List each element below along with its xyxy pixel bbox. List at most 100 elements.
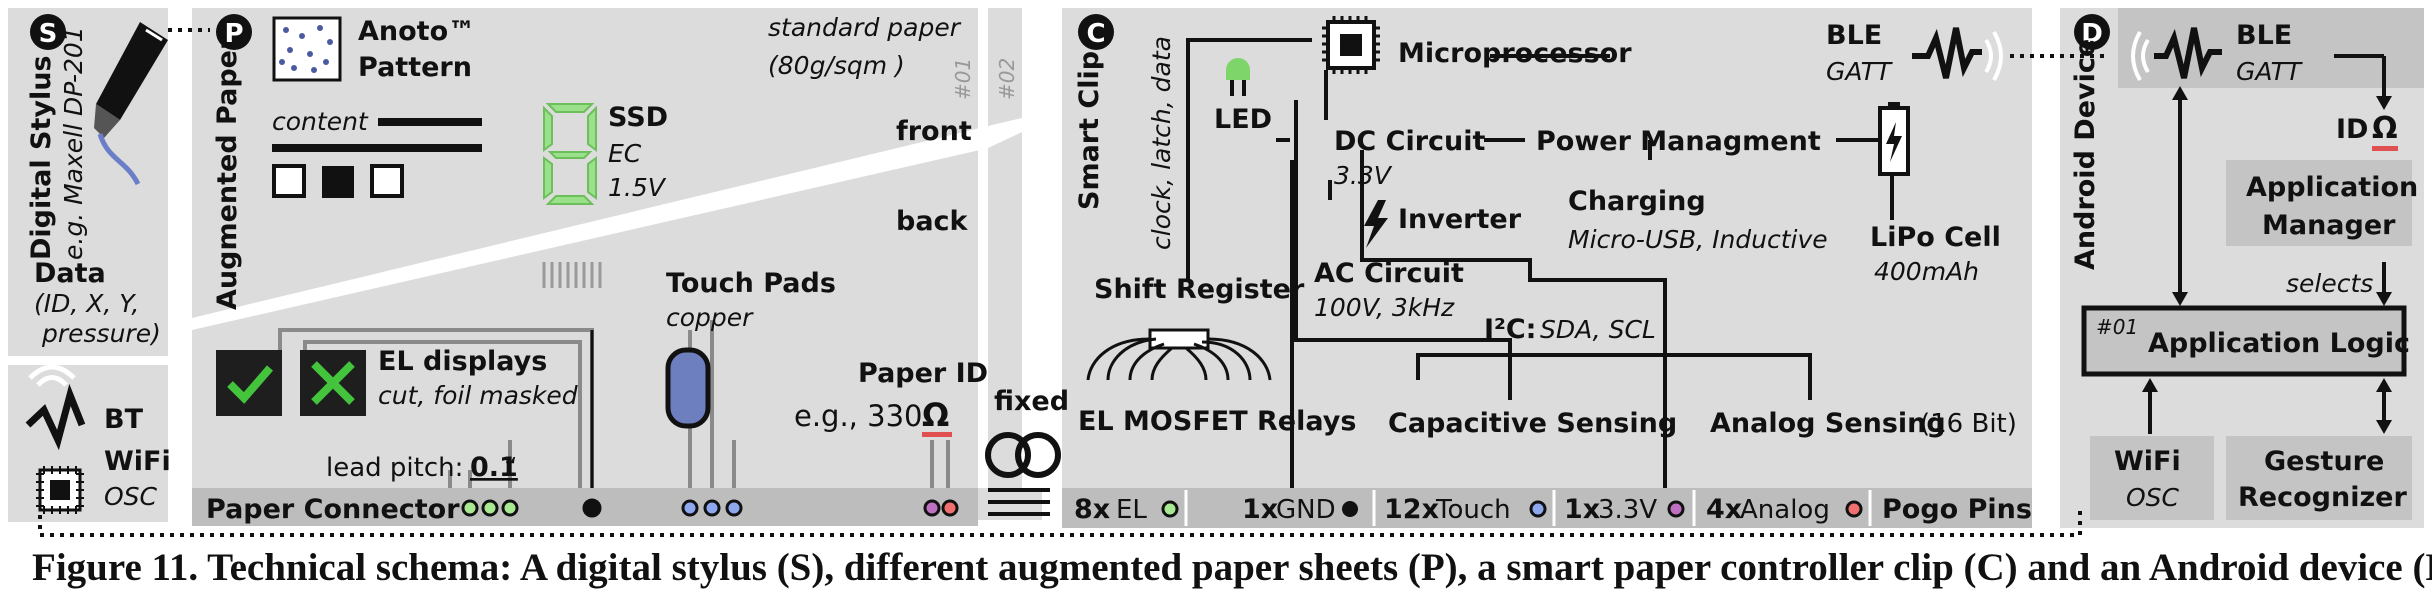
microprocessor-label: Microprocessor bbox=[1398, 38, 1632, 69]
ssd-digit-icon bbox=[543, 103, 597, 205]
device-ble-signal-icon bbox=[2131, 27, 2222, 82]
relays-label: EL MOSFET Relays bbox=[1078, 406, 1356, 437]
stylus-wifi-label: WiFi bbox=[104, 446, 171, 477]
app-logic-label: Application Logic bbox=[2148, 328, 2410, 359]
copper-label: copper bbox=[666, 303, 754, 332]
device-badge bbox=[2074, 14, 2110, 50]
stylus-data-line-1: (ID, X, Y, bbox=[34, 289, 139, 318]
stylus-radio-panel bbox=[8, 365, 168, 522]
bus-label: clock, latch, data bbox=[1147, 36, 1176, 250]
lipo-label: LiPo Cell bbox=[1870, 222, 2001, 253]
analog-bits-label: (16 Bit) bbox=[1920, 409, 2017, 439]
paper-badge-letter: P bbox=[224, 19, 243, 49]
app-logic-box bbox=[2081, 305, 2407, 377]
pin-analog-count: 4x bbox=[1706, 494, 1742, 525]
device-badge-letter: D bbox=[2081, 19, 2103, 49]
check-icon bbox=[227, 365, 274, 404]
paper-badge bbox=[216, 14, 252, 50]
pin-el-count: 8x bbox=[1074, 494, 1110, 525]
device-gatt-label: GATT bbox=[2236, 57, 2303, 86]
clip-ble-label: BLE bbox=[1826, 20, 1882, 51]
paper-id-label: Paper ID bbox=[858, 358, 988, 389]
analog-label: Analog Sensing bbox=[1710, 408, 1946, 439]
gesture-line-2: Recognizer bbox=[2238, 482, 2407, 513]
dc-voltage-label: 3.3V bbox=[1334, 161, 1393, 190]
clip-badge bbox=[1078, 14, 1114, 50]
content-label: content bbox=[272, 107, 369, 136]
power-mgmt-label: Power Managment bbox=[1536, 126, 1821, 157]
stylus-section: S Digital Stylus e.g. Maxell DP-201 Data… bbox=[25, 14, 2082, 537]
pin-analog-dot bbox=[1845, 500, 1863, 518]
fixed-lines bbox=[988, 488, 1050, 516]
sheet-separator-2 bbox=[1022, 8, 1042, 488]
app-manager-line-2: Manager bbox=[2262, 210, 2396, 241]
pin-gnd-count: 1x bbox=[1242, 494, 1278, 525]
sheet-01-label: #01 bbox=[951, 58, 975, 100]
ssd-ec-label: EC bbox=[608, 139, 642, 168]
cross-icon bbox=[311, 361, 355, 405]
lipo-sub-label: 400mAh bbox=[1874, 257, 1979, 286]
pin-analog-label: Analog bbox=[1740, 495, 1830, 525]
pogo-separators bbox=[1184, 490, 1872, 526]
fold-gap bbox=[192, 128, 980, 330]
paper-stripes bbox=[542, 262, 602, 288]
i2c-label: I²C: bbox=[1484, 314, 1536, 345]
device-arrows bbox=[2142, 54, 2392, 434]
battery-icon bbox=[1878, 102, 1910, 176]
anoto-label-line-2: Pattern bbox=[358, 52, 472, 83]
device-id-label: ID bbox=[2336, 114, 2368, 145]
sheet-02-label: #02 bbox=[995, 58, 1019, 100]
figure-caption: Figure 11. Technical schema: A digital s… bbox=[32, 546, 2432, 589]
content-square-2 bbox=[322, 166, 354, 198]
charging-sub-label: Micro-USB, Inductive bbox=[1568, 225, 1828, 254]
device-wifi-box bbox=[2090, 436, 2214, 520]
paper-section: P Augmented Paper Anoto™ Pattern standar… bbox=[192, 13, 1069, 526]
stylus-badge bbox=[30, 14, 66, 50]
dc-circuit-label: DC Circuit bbox=[1334, 126, 1485, 157]
resistor-marker bbox=[922, 432, 952, 437]
device-ble-label: BLE bbox=[2236, 20, 2292, 51]
gesture-line-1: Gesture bbox=[2264, 446, 2384, 477]
app-logic-num: #01 bbox=[2096, 315, 2138, 339]
stylus-bt-label: BT bbox=[104, 404, 144, 435]
stylus-data-title: Data bbox=[34, 258, 106, 289]
device-osc-label: OSC bbox=[2126, 483, 2180, 512]
fold-gap-02 bbox=[988, 118, 1022, 148]
i2c-sub-label: SDA, SCL bbox=[1540, 315, 1656, 344]
link-chain-icon bbox=[985, 432, 1061, 478]
stylus-osc-label: OSC bbox=[104, 482, 158, 511]
microprocessor-chip-icon bbox=[1322, 16, 1380, 74]
stylus-example: e.g. Maxell DP-201 bbox=[59, 26, 88, 260]
shift-register-label: Shift Register bbox=[1094, 274, 1305, 305]
stylus-data-line-2: pressure) bbox=[41, 319, 161, 348]
content-square-1 bbox=[272, 164, 306, 198]
clip-panel bbox=[1062, 8, 2032, 528]
bt-signal-icon bbox=[25, 364, 86, 451]
pin-el-label: EL bbox=[1116, 495, 1147, 525]
content-line-2 bbox=[272, 144, 482, 152]
ac-circuit-label: AC Circuit bbox=[1314, 258, 1464, 289]
device-section: D Android Device BLE GATT ID Ω Applicati… bbox=[2070, 8, 2424, 520]
paper-id-ohm: Ω bbox=[922, 396, 949, 434]
stylus-title: Digital Stylus bbox=[26, 55, 57, 260]
led-icon bbox=[1226, 58, 1250, 96]
lead-pitch-unit: “ bbox=[504, 453, 517, 483]
back-label: back bbox=[896, 206, 969, 237]
inverter-label: Inverter bbox=[1398, 204, 1522, 235]
relay-fan-icon bbox=[1086, 328, 1272, 381]
el-display-check bbox=[216, 350, 282, 416]
pin-touch-dot bbox=[1529, 500, 1547, 518]
paper-connector-pins bbox=[461, 498, 959, 518]
lead-pitch-label: lead pitch: bbox=[326, 453, 463, 483]
clip-badge-letter: C bbox=[1086, 19, 1105, 49]
content-square-3 bbox=[370, 164, 404, 198]
app-manager-box bbox=[2226, 160, 2412, 246]
stylus-badge-letter: S bbox=[39, 19, 58, 49]
paper-title: Augmented Paper bbox=[212, 36, 243, 310]
device-id-ohm: Ω bbox=[2372, 111, 2398, 146]
clip-section: C Smart Clip clock, latch, data bbox=[1062, 14, 2110, 528]
pin-3v3-dot bbox=[1667, 500, 1685, 518]
standard-paper-line-2: (80g/sqm ) bbox=[768, 51, 905, 80]
gesture-box bbox=[2226, 436, 2412, 520]
